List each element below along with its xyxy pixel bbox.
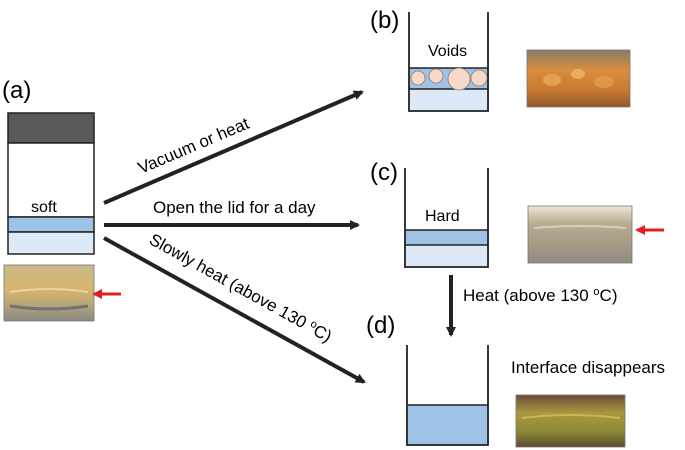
hard-label: Hard (425, 208, 460, 225)
container-b-bottom-layer (409, 89, 488, 111)
arrow-open-lid-label: Open the lid for a day (153, 198, 316, 217)
photo-b (526, 49, 631, 108)
panel-c-label: (c) (370, 159, 398, 186)
panel-b-label: (b) (370, 7, 399, 34)
photo-a (3, 264, 95, 322)
panel-a-label: (a) (2, 77, 31, 104)
container-d (406, 345, 489, 446)
arrow-slow-heat (103, 236, 366, 384)
container-c (404, 168, 489, 268)
container-c-hard-layer (405, 230, 488, 245)
void-bubble (447, 67, 471, 91)
container-a-bottom-layer (7, 231, 95, 255)
container-a-soft-layer (7, 216, 95, 233)
voids-label: Voids (428, 43, 467, 60)
photo-c (527, 205, 633, 264)
container-a (7, 112, 95, 255)
arrow-vacuum (103, 90, 364, 205)
soft-label: soft (31, 199, 57, 216)
heat-unit: C) (600, 286, 618, 305)
panel-d-label: (d) (366, 312, 395, 339)
void-bubble (428, 68, 444, 84)
heat-text: Heat (above 130 (463, 286, 593, 305)
photo-d (515, 394, 626, 448)
arrow-slow-heat-label: Slowly heat (above 130 oC) (146, 230, 335, 346)
heat-degree: o (593, 286, 599, 298)
slow-heat-text: Slowly heat (above 130 (146, 230, 314, 335)
container-b (408, 12, 489, 112)
container-c-bottom-layer (405, 245, 488, 267)
void-bubble (470, 69, 488, 87)
void-bubble (410, 70, 426, 86)
container-a-headspace (7, 142, 95, 218)
container-d-merged-layer (407, 405, 488, 445)
interface-disappears-label: Interface disappears (511, 358, 665, 377)
container-a-lid (7, 112, 95, 144)
arrow-heat-label: Heat (above 130 oC) (463, 286, 618, 305)
slow-heat-degree: o (308, 318, 319, 331)
